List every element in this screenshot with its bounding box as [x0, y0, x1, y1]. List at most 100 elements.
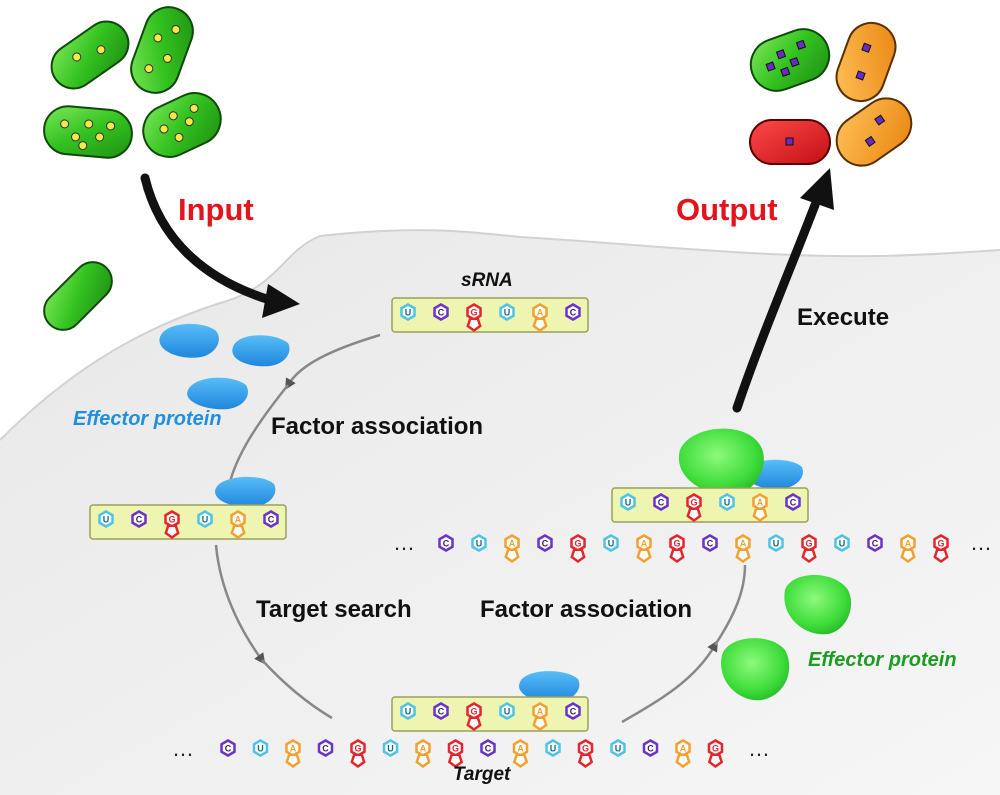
cycle-arrow-target-search — [214, 544, 266, 665]
nucleotide-letter: U — [504, 707, 511, 717]
nucleotide-letter: A — [680, 744, 687, 754]
nucleotide-A: A — [675, 739, 691, 769]
nucleotide-letter: U — [202, 515, 209, 525]
output-cells — [749, 21, 913, 167]
nucleotide-G: G — [350, 739, 366, 769]
nucleotide-letter: C — [790, 498, 797, 508]
nucleotide-G: G — [669, 534, 685, 564]
nucleotide-letter: U — [724, 498, 731, 508]
nucleotide-G: G — [447, 739, 464, 769]
nucleotide-U: U — [603, 534, 619, 552]
nucleotide-letter: C — [438, 308, 445, 318]
input-cell — [43, 105, 133, 159]
nucleotide-letter: A — [235, 515, 242, 525]
nucleotide-letter: G — [470, 707, 477, 717]
nucleotide-A: A — [532, 702, 548, 732]
nucleotide-A: A — [504, 534, 520, 564]
nucleotide-letter: G — [673, 539, 680, 549]
nucleotide-U: U — [545, 739, 561, 757]
input-cell — [50, 20, 130, 90]
effector-protein-green — [721, 638, 790, 701]
nucleotide-U: U — [382, 739, 399, 757]
nucleotide-letter: C — [136, 515, 143, 525]
output-cell-red — [749, 119, 831, 165]
nucleotide-letter: G — [470, 308, 477, 318]
nucleotide-letter: A — [517, 744, 524, 754]
nucleotide-letter: G — [354, 744, 361, 754]
ellipsis-target-right-left: … — [393, 530, 415, 555]
nucleotide-A: A — [230, 510, 246, 540]
ellipsis-target-left: … — [172, 736, 194, 761]
nucleotide-G: G — [570, 534, 586, 564]
nucleotide-letter: U — [608, 539, 615, 549]
nucleotide-letter: G — [582, 744, 589, 754]
nucleotide-U: U — [499, 702, 515, 720]
nucleotide-C: C — [565, 702, 581, 720]
nucleotide-letter: G — [168, 515, 175, 525]
nucleotide-A: A — [636, 534, 652, 564]
nucleotide-letter: U — [773, 539, 780, 549]
nucleotide-U: U — [252, 739, 269, 757]
effector-protein-green-group — [678, 428, 852, 701]
nucleotide-U: U — [499, 303, 515, 321]
nucleotide-letter: C — [872, 539, 879, 549]
nucleotide-C: C — [565, 303, 581, 321]
output-label: Output — [676, 192, 778, 227]
nucleotide-U: U — [834, 534, 850, 552]
nucleotide-letter: A — [740, 539, 747, 549]
input-cell — [142, 92, 222, 158]
bottom-complex-strand-box — [391, 696, 589, 732]
target-search-label: Target search — [256, 596, 412, 623]
nucleotide-C: C — [537, 534, 553, 552]
nucleotide-U: U — [768, 534, 784, 552]
nucleotide-letter: A — [290, 744, 297, 754]
input-arrow — [140, 173, 275, 305]
nucleotide-letter: G — [712, 744, 719, 754]
nucleotide-letter: A — [420, 744, 427, 754]
nucleotide-letter: C — [443, 539, 450, 549]
nucleotide-letter: C — [225, 744, 232, 754]
input-cell — [130, 6, 194, 94]
nucleotide-letter: A — [509, 539, 516, 549]
nucleotide-C: C — [131, 510, 147, 528]
effector-protein-blue — [232, 335, 290, 367]
membrane-cell — [43, 261, 113, 331]
nucleotide-letter: A — [537, 707, 544, 717]
nucleotide-letter: C — [570, 308, 577, 318]
nucleotide-letter: G — [805, 539, 812, 549]
effector-protein-blue — [187, 377, 248, 410]
nucleotide-letter: U — [504, 308, 511, 318]
nucleotide-A: A — [752, 493, 768, 523]
input-arrowhead — [262, 284, 300, 318]
nucleotide-C: C — [642, 739, 659, 757]
nucleotide-letter: A — [537, 308, 544, 318]
nucleotide-letter: G — [452, 744, 459, 754]
nucleotide-C: C — [480, 739, 496, 757]
nucleotide-C: C — [220, 739, 236, 757]
nucleotide-A: A — [415, 739, 431, 769]
nucleotide-G: G — [466, 702, 482, 732]
nucleotide-A: A — [285, 739, 301, 769]
effector-protein-green — [784, 575, 852, 635]
nucleotide-G: G — [933, 534, 949, 564]
nucleotide-letter: U — [405, 707, 412, 717]
nucleotide-letter: A — [905, 539, 912, 549]
nucleotide-G: G — [466, 303, 482, 333]
effector-protein-label-green: Effector protein — [808, 649, 957, 671]
execute-label: Execute — [797, 304, 890, 331]
nucleotide-letter: U — [257, 744, 264, 754]
nucleotide-letter: U — [387, 744, 394, 754]
input-label: Input — [178, 192, 254, 227]
nucleotide-U: U — [719, 493, 735, 511]
nucleotide-C: C — [702, 534, 718, 552]
nucleotide-letter: C — [542, 539, 549, 549]
effector-protein-blue-group — [159, 323, 290, 410]
srna-label: sRNA — [461, 270, 513, 291]
output-cell-orange — [835, 21, 897, 103]
